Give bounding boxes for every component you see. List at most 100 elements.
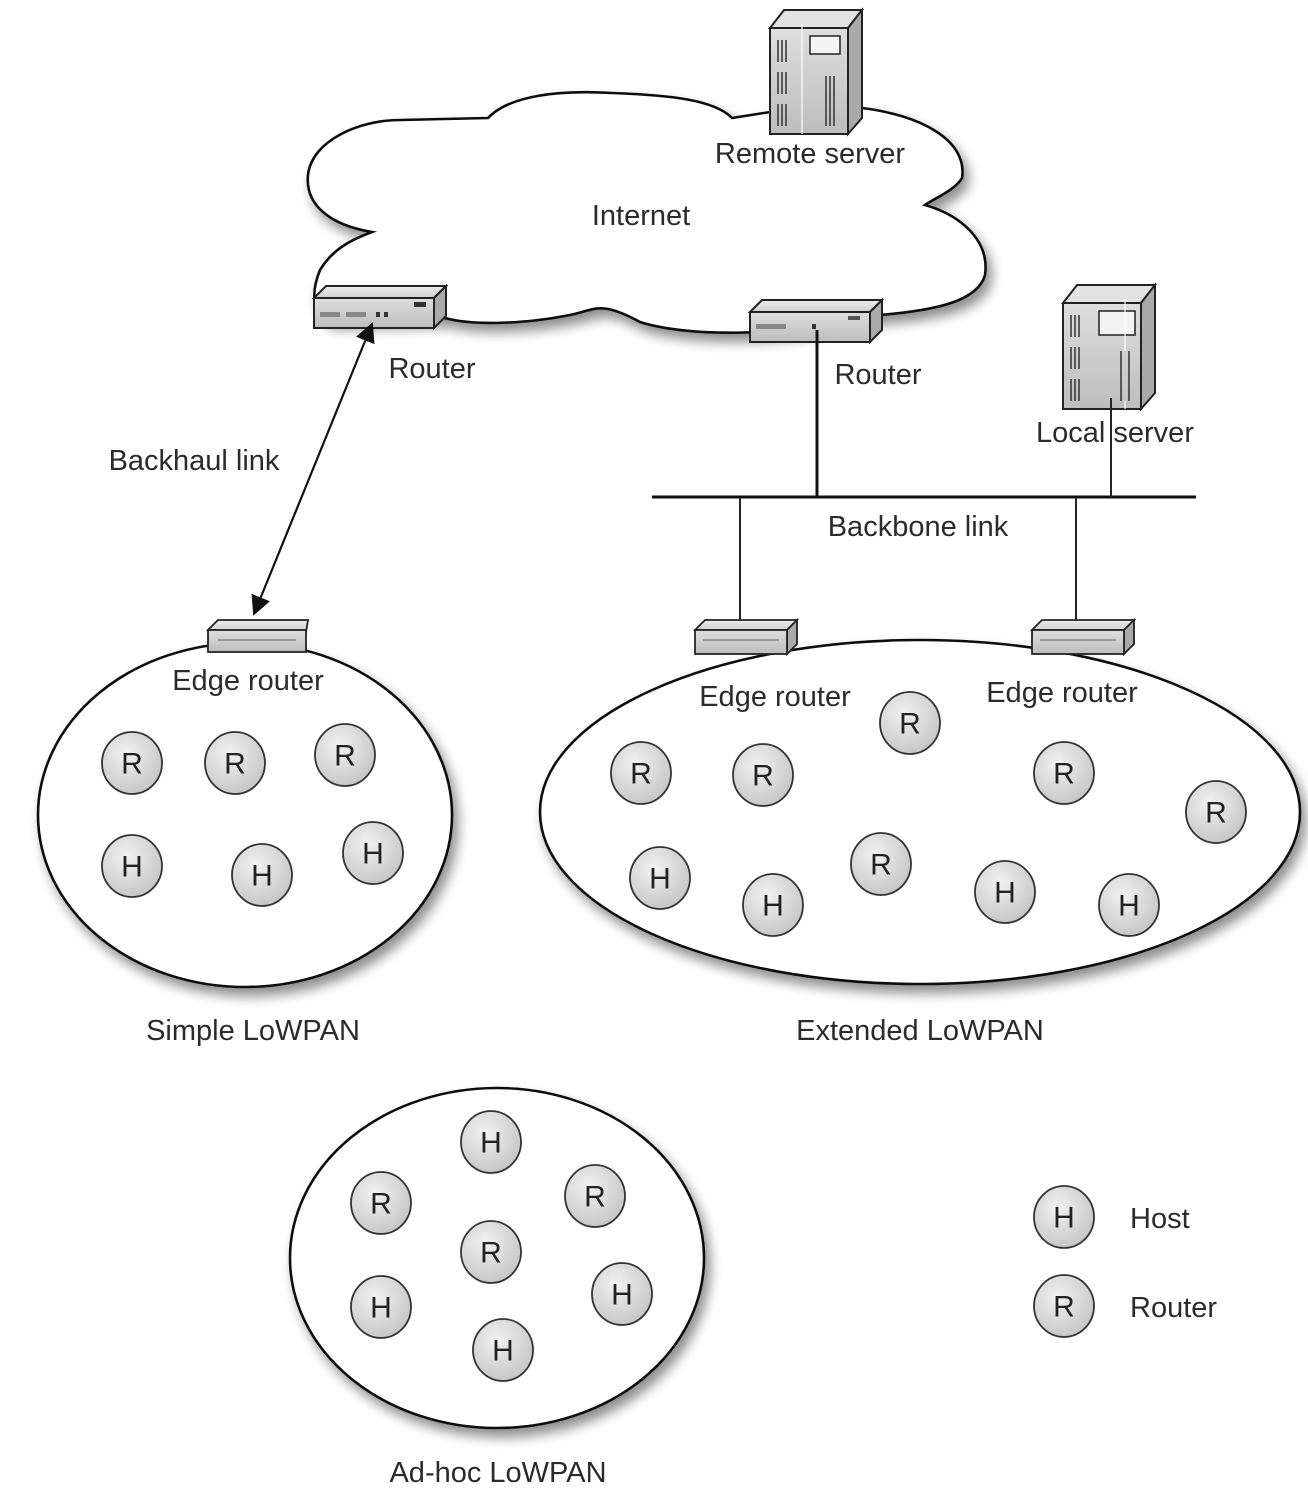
node-symbol: H: [480, 1127, 502, 1160]
host-node-circle: [742, 873, 804, 937]
node-symbol: H: [370, 1292, 392, 1325]
router-node-circle: [1033, 1274, 1095, 1338]
router-node-circle: [1185, 780, 1247, 844]
node-symbol: H: [1053, 1202, 1075, 1235]
router-node-circle: [314, 723, 376, 787]
host-node-circle: [629, 846, 691, 910]
host-node-circle: [472, 1318, 534, 1382]
internet-label: Internet: [592, 200, 690, 232]
router-node: R: [101, 731, 163, 795]
router-icon: [205, 619, 310, 653]
router-node-circle: [732, 743, 794, 807]
host-node-circle: [974, 860, 1036, 924]
backhaul-link: Backhaul link: [109, 322, 375, 616]
router-node-circle: [460, 1220, 522, 1284]
host-node: H: [974, 860, 1036, 924]
host-node: H: [101, 834, 163, 898]
legend-host-label: Host: [1130, 1203, 1190, 1235]
legend-router-label: Router: [1130, 1292, 1217, 1324]
router-node: R: [460, 1220, 522, 1284]
internet-router-right-label: Router: [834, 359, 921, 391]
remote-server-label: Remote server: [715, 138, 906, 170]
node-symbol: H: [121, 851, 143, 884]
simple-edge-router-label: Edge router: [172, 665, 324, 697]
internet-router-right: Router: [747, 297, 922, 391]
adhoc-lowpan: H R R R H H H Ad-hoc LoWPAN: [288, 1086, 706, 1489]
host-node: H: [342, 821, 404, 885]
router-node: R: [564, 1164, 626, 1228]
host-node: H: [472, 1318, 534, 1382]
node-symbol: H: [762, 890, 784, 923]
simple-lowpan: Edge router R R R H H H Simple LoWPAN: [36, 619, 454, 1047]
node-symbol: R: [584, 1181, 606, 1214]
node-symbol: R: [630, 758, 652, 791]
legend-host-symbol: H: [1033, 1185, 1095, 1249]
backhaul-link-label: Backhaul link: [109, 445, 280, 477]
router-icon: [1029, 617, 1137, 657]
backbone-link-label: Backbone link: [828, 511, 1009, 543]
remote-server: Remote server: [715, 7, 906, 170]
host-node: H: [742, 873, 804, 937]
simple-lowpan-label: Simple LoWPAN: [146, 1015, 360, 1047]
node-symbol: R: [1053, 1291, 1075, 1324]
backhaul-arrow: [251, 322, 375, 616]
node-symbol: R: [870, 849, 892, 882]
extended-edge-router-2-label: Edge router: [986, 677, 1138, 709]
server-icon: [1060, 282, 1158, 412]
internet-router-left-label: Router: [388, 353, 475, 385]
node-symbol: H: [649, 863, 671, 896]
router-node: R: [1185, 780, 1247, 844]
node-symbol: R: [480, 1237, 502, 1270]
node-symbol: H: [994, 877, 1016, 910]
router-node: R: [610, 741, 672, 805]
router-node-circle: [564, 1164, 626, 1228]
legend-router-symbol: R: [1033, 1274, 1095, 1338]
router-node-circle: [204, 731, 266, 795]
extended-lowpan-label: Extended LoWPAN: [796, 1015, 1044, 1047]
node-symbol: H: [611, 1279, 633, 1312]
host-node: H: [350, 1275, 412, 1339]
router-icon: [747, 297, 885, 345]
router-node-circle: [350, 1171, 412, 1235]
extended-lowpan: Edge router Edge router R R R R R R H H H H Exten…: [538, 617, 1302, 1047]
node-symbol: H: [492, 1335, 514, 1368]
node-symbol: R: [1205, 797, 1227, 830]
host-node-circle: [350, 1275, 412, 1339]
node-symbol: R: [224, 748, 246, 781]
router-icon: [311, 283, 449, 331]
router-node: R: [850, 832, 912, 896]
router-node-circle: [850, 832, 912, 896]
node-symbol: R: [1053, 758, 1075, 791]
adhoc-lowpan-label: Ad-hoc LoWPAN: [389, 1457, 606, 1489]
node-symbol: R: [752, 760, 774, 793]
legend: H R Host Router: [1033, 1185, 1217, 1338]
node-symbol: R: [370, 1188, 392, 1221]
router-node-circle: [879, 691, 941, 755]
node-symbol: R: [899, 708, 921, 741]
host-node: H: [1098, 873, 1160, 937]
host-node-circle: [342, 821, 404, 885]
extended-edge-router-1-label: Edge router: [699, 681, 851, 713]
host-node: H: [231, 843, 293, 907]
node-symbol: R: [121, 748, 143, 781]
server-icon: [767, 7, 865, 137]
backbone-link: Backbone link: [652, 330, 1196, 624]
host-node: H: [460, 1110, 522, 1174]
host-node-circle: [1098, 873, 1160, 937]
router-node: R: [1033, 741, 1095, 805]
node-symbol: H: [251, 860, 273, 893]
node-symbol: H: [1118, 890, 1140, 923]
router-node: R: [204, 731, 266, 795]
router-node: R: [314, 723, 376, 787]
node-symbol: R: [334, 740, 356, 773]
host-node-circle: [460, 1110, 522, 1174]
router-node: R: [879, 691, 941, 755]
router-node-circle: [101, 731, 163, 795]
local-server-label: Local server: [1036, 417, 1194, 449]
router-node: R: [350, 1171, 412, 1235]
router-node: R: [732, 743, 794, 807]
host-node: H: [629, 846, 691, 910]
router-node-circle: [1033, 741, 1095, 805]
host-node-circle: [1033, 1185, 1095, 1249]
